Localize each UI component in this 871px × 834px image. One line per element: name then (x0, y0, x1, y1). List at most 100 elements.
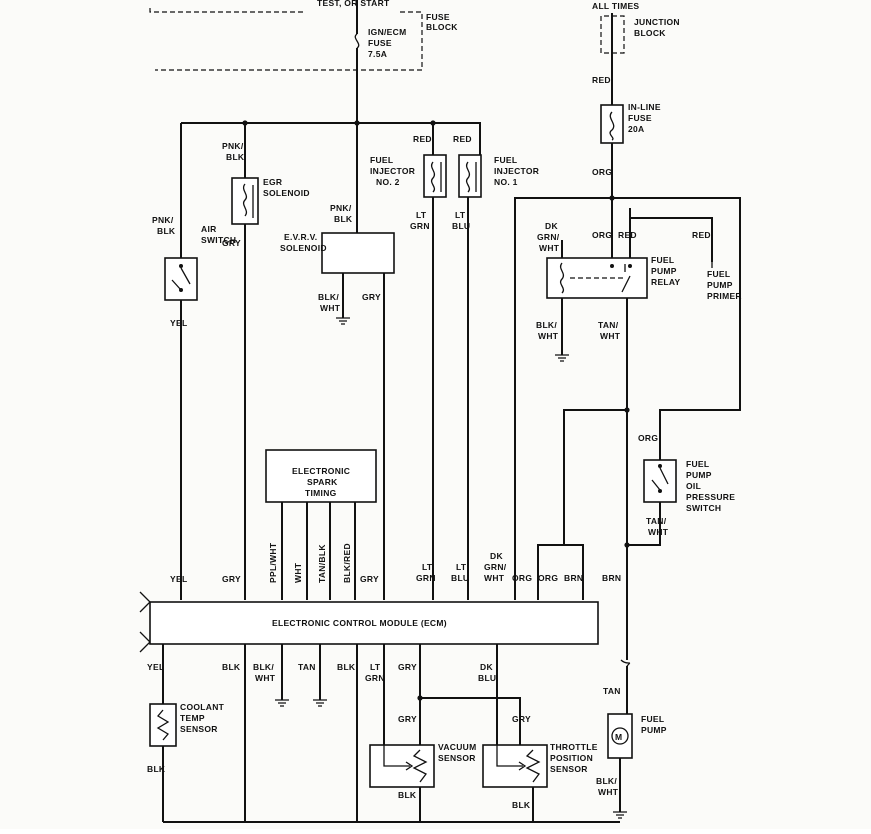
ecm-wire-blkred: BLK/RED (342, 543, 352, 583)
tps-label-3: SENSOR (550, 764, 588, 774)
coolant-label-1: COOLANT (180, 702, 225, 712)
fuel-pump-primer: FUEL PUMP PRIMER (707, 262, 742, 301)
junction-label-2: BLOCK (634, 28, 666, 38)
ecm-top-brn: BRN (564, 573, 583, 583)
ign-fuse-label-2: FUSE (368, 38, 392, 48)
tps-wire-blk: BLK (512, 800, 531, 810)
fuse-block: TEST, OR START FUSE BLOCK IGN/ECM FUSE 7… (149, 0, 458, 71)
wire-red-top: RED (592, 75, 611, 85)
relay-wire-red: RED (618, 230, 637, 240)
all-times-label: ALL TIMES (592, 1, 639, 11)
ecm-top-gry-2: GRY (360, 574, 379, 584)
oil-wire-tanwht-1: TAN/ (646, 516, 667, 526)
vacuum-label-1: VACUUM (438, 742, 476, 752)
ecm-top-ltblu-1: LT (456, 562, 467, 572)
below-tan: TAN (298, 662, 316, 672)
inj2-wire-grn: GRN (410, 221, 430, 231)
oil-label-3: OIL (686, 481, 701, 491)
relay-wire-grn: GRN/ (537, 232, 560, 242)
power-label: TEST, OR START (317, 0, 390, 8)
relay-wire-dk: DK (545, 221, 558, 231)
fuse-block-label-2: BLOCK (426, 22, 458, 32)
fuel-pump-relay: DK GRN/ WHT RED RED FUEL PUMP RELAY BLK/… (536, 208, 713, 600)
pump-wire-tan: TAN (603, 686, 621, 696)
evrv-wire-blkwht-1: BLK/ (318, 292, 339, 302)
egr-wire-1: PNK/ (222, 141, 244, 151)
air-wire-1: PNK/ (152, 215, 174, 225)
evrv-wire-blkwht-2: WHT (320, 303, 341, 313)
fuel-pump-label-1: FUEL (641, 714, 664, 724)
oil-wire-org: ORG (638, 433, 658, 443)
oil-label-2: PUMP (686, 470, 712, 480)
egr-wire-gry: GRY (222, 238, 241, 248)
ecm-top-dkgrnwht-1: DK (490, 551, 503, 561)
evrv-wire-gry: GRY (362, 292, 381, 302)
fuel-pump-label-2: PUMP (641, 725, 667, 735)
evrv-wire-1: PNK/ (330, 203, 352, 213)
coolant-label-2: TEMP (180, 713, 205, 723)
ecm-top-ltgrn-1: LT (422, 562, 433, 572)
egr-solenoid: PNK/ BLK EGR SOLENOID GRY (222, 123, 310, 600)
oil-wire-tanwht-2: WHT (648, 527, 669, 537)
inline-fuse-label-3: 20A (628, 124, 645, 134)
throttle-position-sensor: GRY THROTTLE POSITION SENSOR BLK (482, 714, 598, 822)
relay-wire-wht: WHT (539, 243, 560, 253)
ign-fuse-label-3: 7.5A (368, 49, 387, 59)
inj2-label-2: INJECTOR (370, 166, 415, 176)
spark-label-2: SPARK (307, 477, 338, 487)
inj2-wire-lt: LT (416, 210, 427, 220)
air-wire-yel: YEL (170, 318, 187, 328)
ecm-top-dkgrnwht-3: WHT (484, 573, 505, 583)
egr-label-1: EGR (263, 177, 282, 187)
ign-fuse-label-1: IGN/ECM (368, 27, 406, 37)
inj1-label-1: FUEL (494, 155, 517, 165)
air-label-1: AIR (201, 224, 217, 234)
pump-wire-blkwht-2: WHT (598, 787, 619, 797)
tps-label-2: POSITION (550, 753, 593, 763)
vacuum-sensor: GRY VACUUM SENSOR BLK (369, 714, 476, 822)
inj2-label-1: FUEL (370, 155, 393, 165)
egr-wire-2: BLK (226, 152, 245, 162)
egr-label-2: SOLENOID (263, 188, 310, 198)
inj1-label-2: INJECTOR (494, 166, 539, 176)
ecm-top-org-2: ORG (538, 573, 558, 583)
wire-org-top: ORG (592, 167, 612, 177)
ecm-top-ltblu-2: BLU (451, 573, 469, 583)
below-blkwht-2: WHT (255, 673, 276, 683)
tps-label-1: THROTTLE (550, 742, 598, 752)
oil-label-1: FUEL (686, 459, 709, 469)
below-blk-2: BLK (337, 662, 356, 672)
ecm-top-ltgrn-2: GRN (416, 573, 436, 583)
relay-wire-blkwht-2: WHT (538, 331, 559, 341)
relay-label-1: FUEL (651, 255, 674, 265)
below-dkblu-2: BLU (478, 673, 496, 683)
inline-fuse-label-1: IN-LINE (628, 102, 661, 112)
inj1-wire-red: RED (453, 134, 472, 144)
ecm-top-gry-1: GRY (222, 574, 241, 584)
spark-label-3: TIMING (305, 488, 337, 498)
inj2-wire-red: RED (413, 134, 432, 144)
relay-wire-tanwht-2: WHT (600, 331, 621, 341)
inj1-wire-lt: LT (455, 210, 466, 220)
pump-wire-blkwht-1: BLK/ (596, 776, 617, 786)
oil-pressure-switch: ORG FUEL PUMP OIL PRESSURE SWITCH TAN/ W… (624, 433, 735, 548)
coolant-wire-blk: BLK (147, 764, 166, 774)
below-ltgrn-2: GRN (365, 673, 385, 683)
ecm-wire-wht: WHT (293, 562, 303, 583)
vacuum-label-2: SENSOR (438, 753, 476, 763)
inj1-label-3: NO. 1 (494, 177, 518, 187)
ecm-top-dkgrnwht-2: GRN/ (484, 562, 507, 572)
spark-timing-box: ELECTRONIC SPARK TIMING (265, 449, 377, 600)
wire-org-relay: ORG (592, 230, 612, 240)
fuse-block-label-1: FUSE (426, 12, 450, 22)
air-label-2: SWITCH (201, 235, 236, 245)
fuel-pump: M FUEL PUMP BLK/ WHT (596, 713, 667, 819)
pump-wire-brn: BRN (602, 573, 621, 583)
evrv-wire-2: BLK (334, 214, 353, 224)
spark-label-1: ELECTRONIC (292, 466, 350, 476)
coolant-label-3: SENSOR (180, 724, 218, 734)
inj1-wire-blu: BLU (452, 221, 470, 231)
fuel-injector-1: RED FUEL INJECTOR NO. 1 LT BLU (433, 122, 539, 600)
evrv-label-2: SOLENOID (280, 243, 327, 253)
